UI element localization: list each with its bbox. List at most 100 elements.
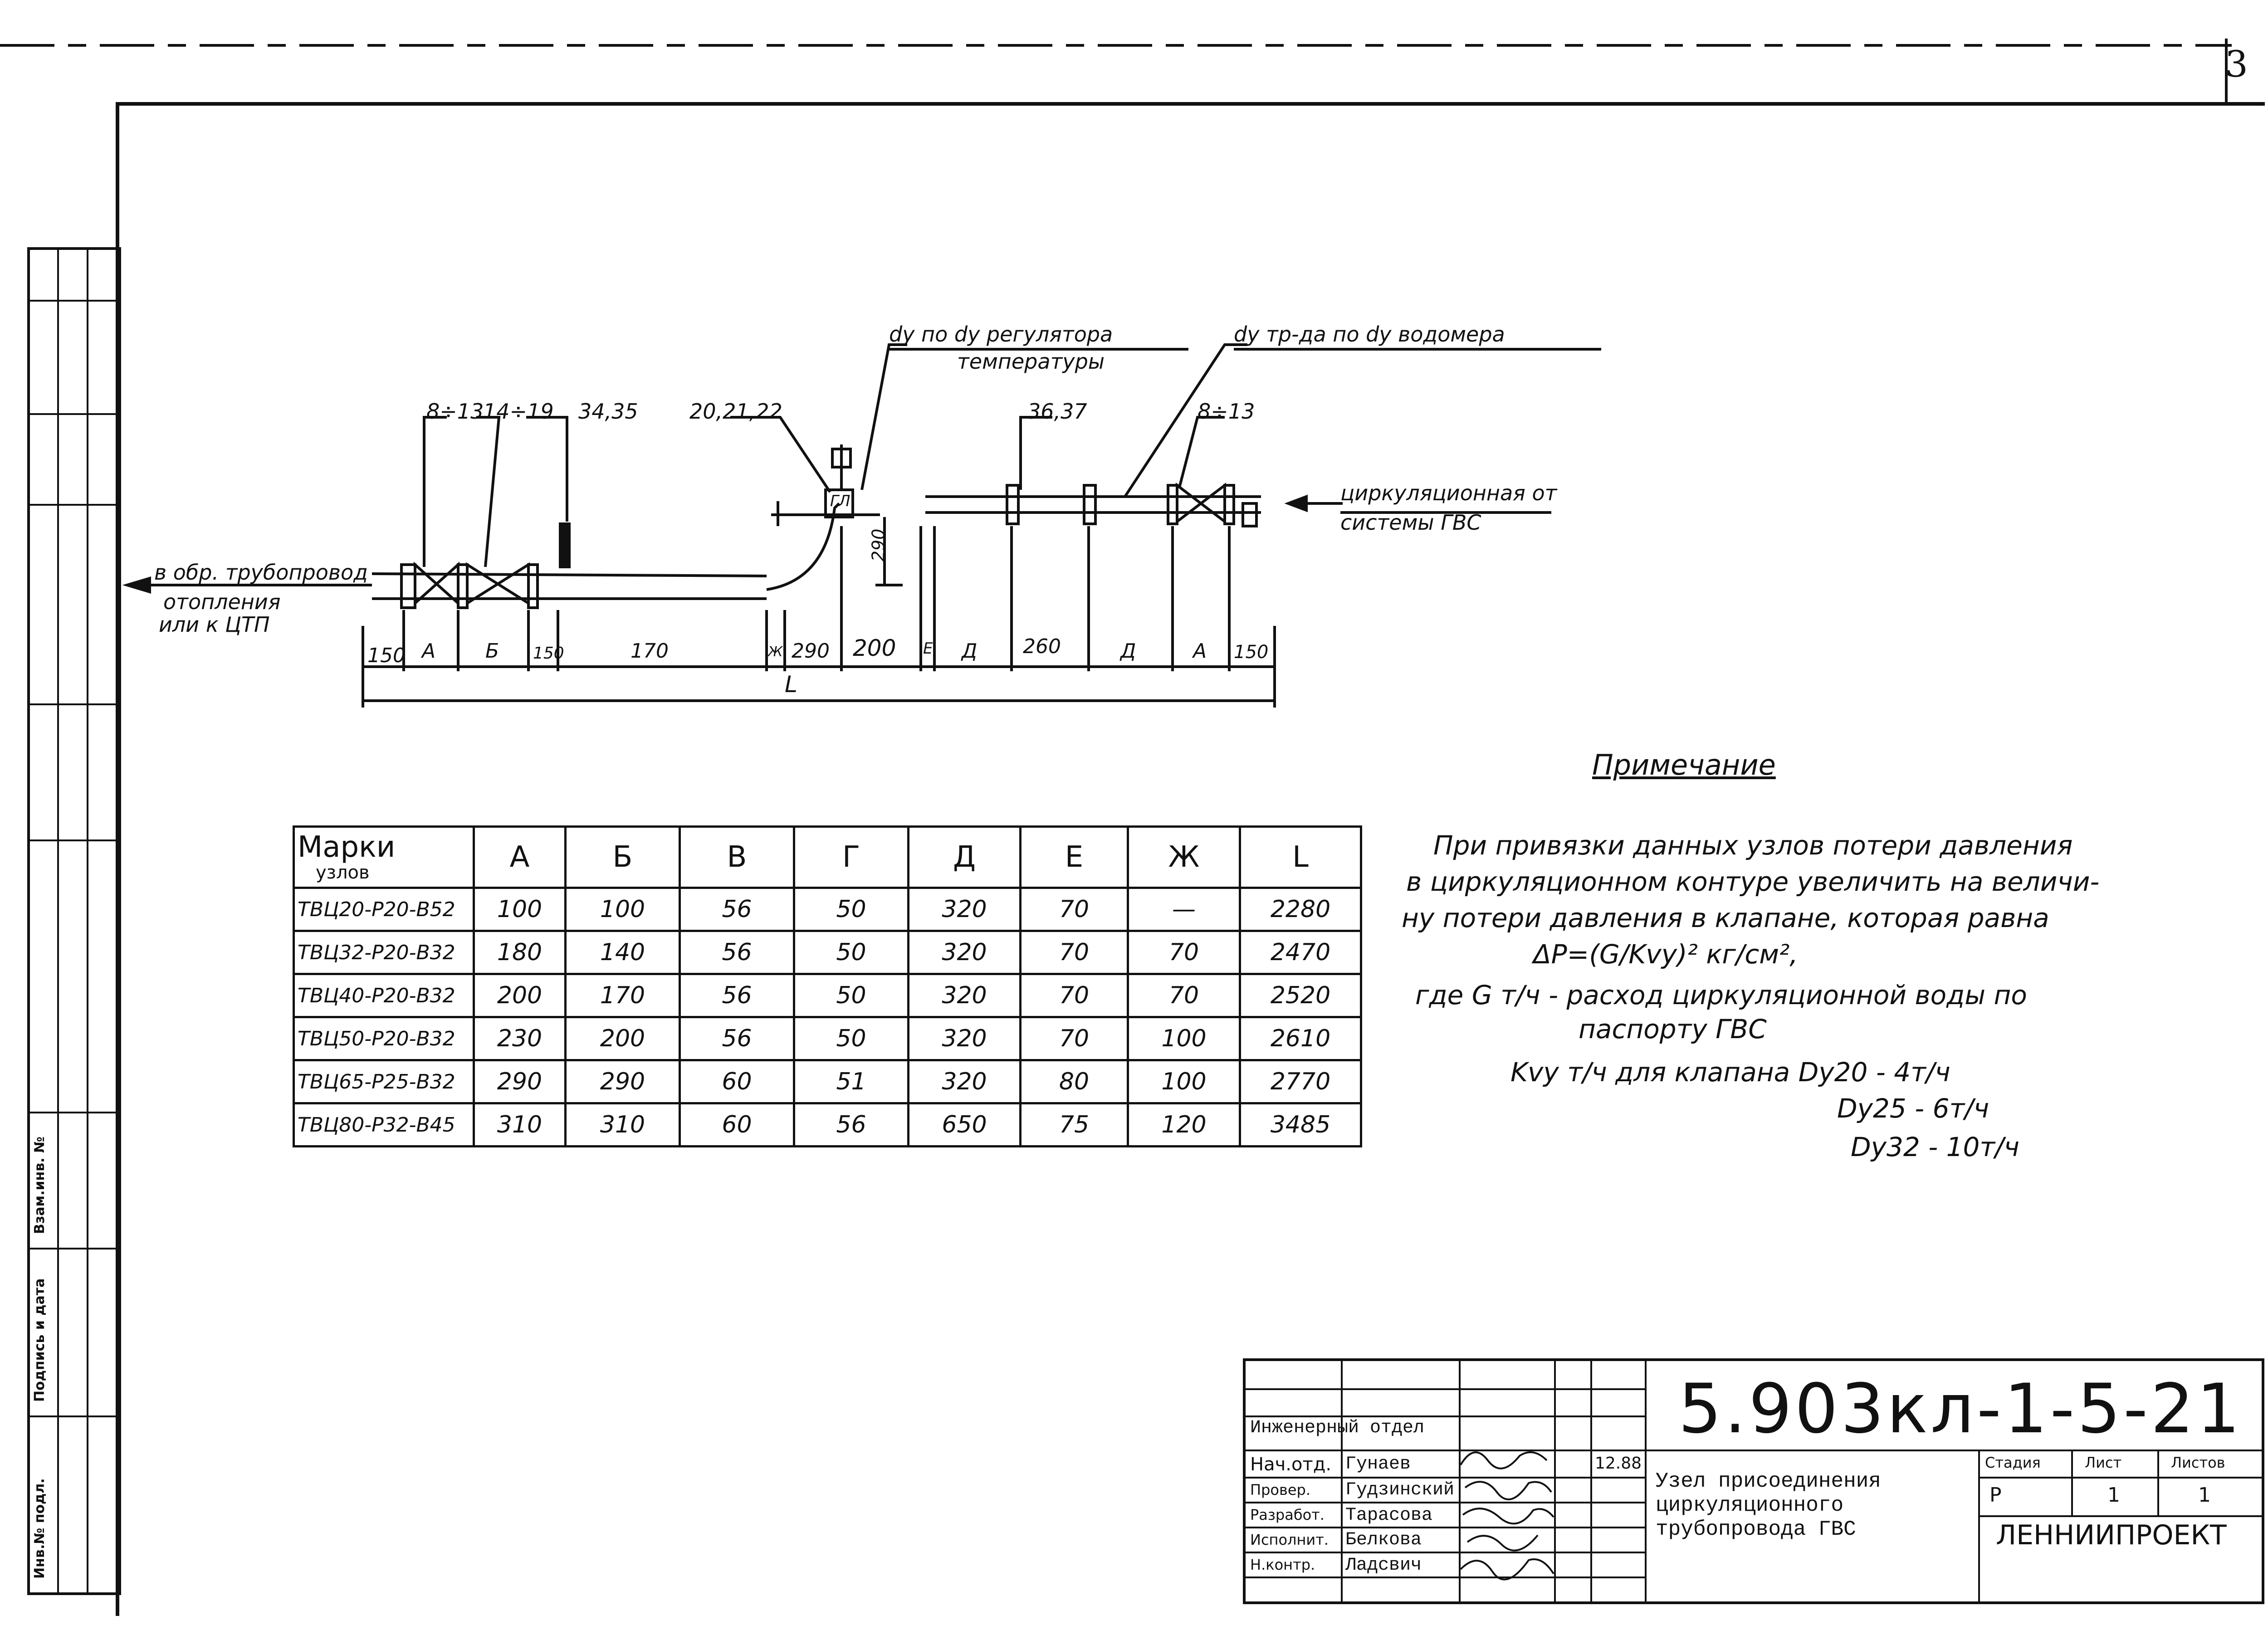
dim-13: 150 <box>1234 642 1269 663</box>
leader-c6 <box>1178 416 1225 488</box>
cell: 56 <box>793 1102 909 1147</box>
drawing-title-2: циркуляционного <box>1656 1493 1844 1517</box>
callout-c4: 20,21,22 <box>689 399 782 424</box>
col-zh: Ж <box>1127 825 1241 889</box>
tb-role-2: Провер. <box>1250 1481 1310 1498</box>
dim-9: Д <box>962 639 978 663</box>
drawing-title: Узел присоединения циркуляционного трубо… <box>1656 1469 1881 1542</box>
tb-sheet-header: Лист <box>2085 1454 2122 1471</box>
col-l: L <box>1239 825 1362 889</box>
cell: 3485 <box>1239 1102 1362 1147</box>
table-row: ТВЦ50-Р20-В32 230 200 56 50 320 70 100 2… <box>293 1016 1362 1061</box>
col-d: Д <box>907 825 1022 889</box>
flange-valve-2 <box>527 563 539 609</box>
dim-5: Ж <box>768 644 783 660</box>
leader-c1 <box>423 416 447 567</box>
drawing-frame <box>116 102 2265 1616</box>
dim-0: 150 <box>367 644 406 667</box>
cell: 170 <box>564 973 681 1018</box>
flange-left <box>400 563 416 609</box>
label-circ-1: циркуляционная от <box>1340 481 1557 505</box>
note-title: Примечание <box>1592 748 1776 781</box>
cell: 2770 <box>1239 1059 1362 1104</box>
col-b: Б <box>564 825 681 889</box>
table-header-mark: Марки узлов <box>293 825 475 889</box>
tb-role-5: Н.контр. <box>1250 1556 1315 1573</box>
tb-name-3: Тарасова <box>1345 1505 1433 1526</box>
dim-total: L <box>785 671 797 698</box>
col-a: А <box>473 825 567 889</box>
leader-c5 <box>1019 416 1052 490</box>
callout-c2: 14÷19 <box>483 399 554 424</box>
cell: 100 <box>564 887 681 932</box>
signature-scribbles <box>1460 1451 1554 1581</box>
dim-11: Д <box>1120 639 1136 663</box>
cell: 70 <box>1019 887 1129 932</box>
meter-flange-1 <box>1006 484 1020 525</box>
dim-8: Е <box>923 639 933 658</box>
row-mark: ТВЦ80-Р32-В45 <box>293 1102 475 1147</box>
cell: 60 <box>679 1059 795 1104</box>
row-mark: ТВЦ40-Р20-В32 <box>293 973 475 1018</box>
note-line-4: ΔP=(G/Kvy)² кг/см², <box>1533 939 1798 970</box>
label-return-1: в обр. трубопровод <box>154 560 368 585</box>
note-line-9: Dy32 - 10т/ч <box>1851 1132 2019 1162</box>
leader-c2 <box>476 416 501 567</box>
cell: 100 <box>1127 1016 1241 1061</box>
cell: 310 <box>564 1102 681 1147</box>
table-row: ТВЦ80-Р32-В45 310 310 60 56 650 75 120 3… <box>293 1102 1362 1147</box>
cell: 2610 <box>1239 1016 1362 1061</box>
label-riser-dim: 290 <box>868 528 889 562</box>
cell: 650 <box>907 1102 1022 1147</box>
cell: 70 <box>1127 930 1241 975</box>
cell: 75 <box>1019 1102 1129 1147</box>
meter-flange-2 <box>1083 484 1097 525</box>
cell: 56 <box>679 930 795 975</box>
sheet-number-box <box>2225 39 2268 102</box>
table-header-row: Марки узлов А Б В Г Д Е Ж L <box>293 825 1362 889</box>
note-line-2: в циркуляционном контуре увеличить на ве… <box>1406 866 2100 897</box>
cell: 320 <box>907 1016 1022 1061</box>
cell: 120 <box>1127 1102 1241 1147</box>
row-mark: ТВЦ32-Р20-В32 <box>293 930 475 975</box>
leader-dy-meter <box>1124 343 1247 498</box>
tb-role-4: Исполнит. <box>1250 1531 1329 1548</box>
cell: 50 <box>793 887 909 932</box>
callout-c1: 8÷13 <box>426 399 484 424</box>
leader-c4 <box>730 416 831 493</box>
tb-sheet: 1 <box>2107 1484 2120 1507</box>
callout-c3: 34,35 <box>578 399 638 424</box>
dim-6: 290 <box>792 639 830 663</box>
sheet-number: 3 <box>2225 43 2248 85</box>
cell: 310 <box>473 1102 567 1147</box>
cell: 2280 <box>1239 887 1362 932</box>
col-v: В <box>679 825 795 889</box>
dim-2: Б <box>485 639 499 663</box>
note-line-3: ну потери давления в клапане, которая ра… <box>1402 903 2049 933</box>
row-mark: ТВЦ50-Р20-В32 <box>293 1016 475 1061</box>
tb-name-5: Ладсвич <box>1345 1555 1422 1576</box>
binding-strip: Взам.инв. № Подпись и дата Инв.№ подл. <box>27 247 121 1595</box>
cell: — <box>1127 887 1241 932</box>
cell: 2470 <box>1239 930 1362 975</box>
tb-role-1: Нач.отд. <box>1250 1454 1332 1475</box>
label-return-3: или к ЦТП <box>159 612 270 637</box>
cell: 56 <box>679 973 795 1018</box>
strip-label-signature: Подпись и дата <box>32 1278 48 1402</box>
valve-3 <box>1176 482 1226 525</box>
drawing-title-3: трубопровода ГВС <box>1656 1517 1856 1541</box>
cell: 50 <box>793 973 909 1018</box>
note-line-6: паспорту ГВС <box>1579 1014 1767 1044</box>
cell: 80 <box>1019 1059 1129 1104</box>
cell: 200 <box>473 973 567 1018</box>
row-mark: ТВЦ20-Р20-В52 <box>293 887 475 932</box>
cell: 200 <box>564 1016 681 1061</box>
cell: 290 <box>564 1059 681 1104</box>
cell: 70 <box>1019 973 1129 1018</box>
table-row: ТВЦ40-Р20-В32 200 170 56 50 320 70 70 25… <box>293 973 1362 1018</box>
spec-table: Марки узлов А Б В Г Д Е Ж L ТВЦ20-Р20-В5… <box>293 825 1362 1147</box>
cell: 100 <box>1127 1059 1241 1104</box>
cell: 230 <box>473 1016 567 1061</box>
cell: 140 <box>564 930 681 975</box>
tb-name-2: Гудзинский <box>1345 1480 1455 1500</box>
